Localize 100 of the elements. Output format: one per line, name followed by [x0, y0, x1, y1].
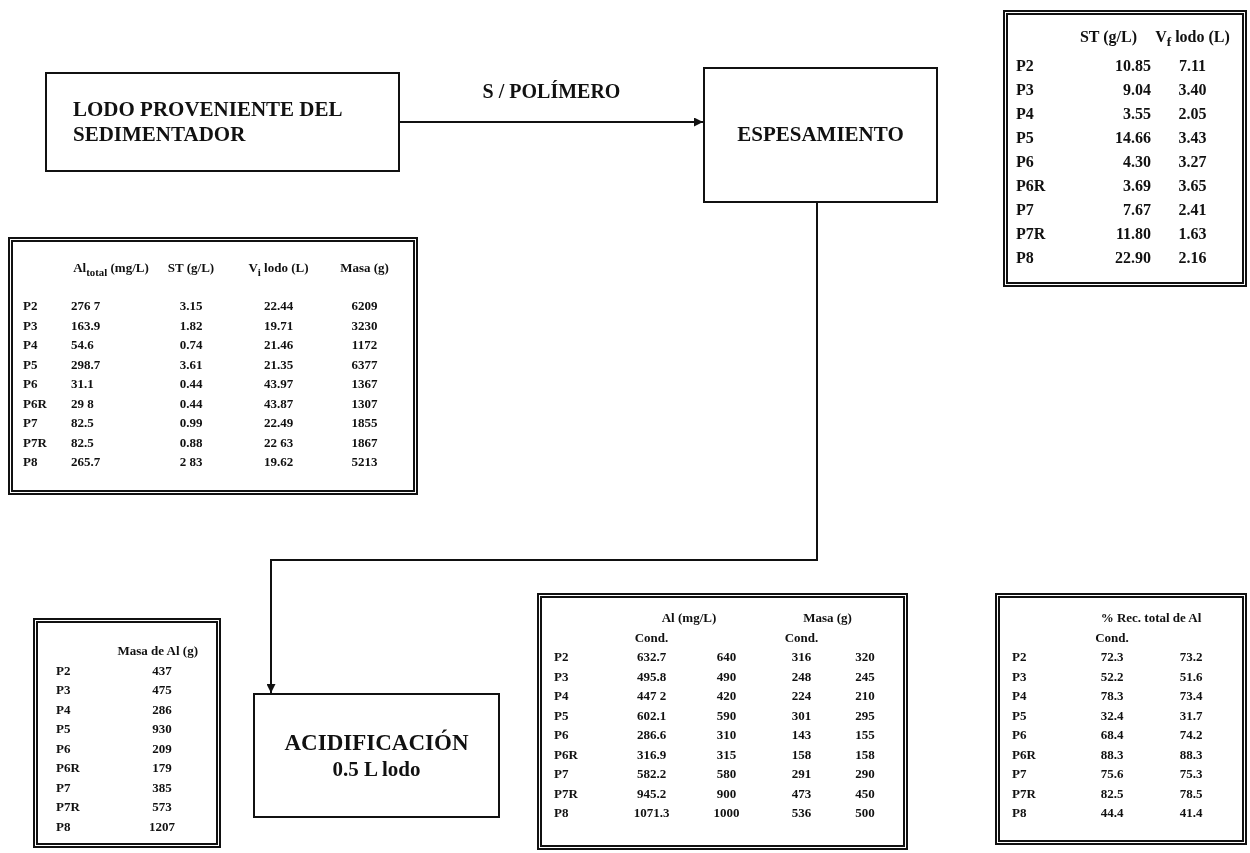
table-cell-text: 224	[790, 687, 813, 705]
table-cell-text: 43.97	[262, 375, 295, 394]
table-cell-text: 82.5	[71, 433, 95, 452]
process-detail: 0.5 L lodo	[332, 756, 421, 782]
table-cell-text: 900	[715, 784, 738, 803]
table-cell-text: 210	[854, 687, 876, 705]
row-label: P5	[554, 706, 570, 725]
row-label: P5	[56, 720, 72, 738]
table-cell-text: 3.15	[178, 297, 204, 316]
table-cell-text: 276 7	[71, 297, 102, 316]
table-cell-text: 310	[715, 726, 738, 744]
row-label: P8	[56, 817, 72, 836]
row-label: P6	[554, 726, 570, 744]
table-cell-text: 11.80	[1114, 224, 1151, 245]
table-cell-text: 316.9	[635, 745, 668, 764]
column-header: V$_{i}$ lodo (L)	[247, 259, 310, 280]
column-header: Masa de Al (g)	[116, 642, 198, 660]
arrow	[266, 202, 818, 694]
row-label: P7R	[1012, 784, 1037, 803]
row-label: P6	[1016, 152, 1035, 173]
row-label: P8	[1012, 804, 1028, 822]
table-cell-text: 1307	[350, 394, 379, 413]
table-cell-text: 32.4	[1099, 706, 1125, 725]
table-cell-text: 29 8	[71, 394, 95, 413]
table-cell-text: 3.69	[1122, 176, 1151, 197]
table-cell-text: 1867	[350, 433, 379, 452]
row-label: P7	[56, 778, 72, 797]
table-cell-text: 3.40	[1177, 80, 1208, 101]
table-cell-text: 3230	[350, 316, 379, 335]
table-cell-text: 75.3	[1178, 765, 1204, 783]
table-cell-text: 1000	[712, 804, 741, 822]
table-cell-text: 19.62	[262, 453, 295, 472]
table-cell-text: 580	[715, 765, 738, 783]
row-label: P5	[1016, 128, 1035, 149]
table-cell-text: 930	[151, 720, 173, 738]
table-cell-text: 473	[790, 784, 813, 803]
row-label: P2	[23, 297, 39, 316]
table-cell-text: 6377	[350, 355, 379, 374]
table-cell-text: 6209	[350, 297, 379, 316]
table-cell-text: 1.63	[1177, 224, 1208, 245]
table-cell-text: 475	[151, 681, 173, 699]
table-cell-text: 22.44	[262, 297, 295, 316]
row-label: P6	[1012, 726, 1028, 744]
row-label: P7	[23, 414, 39, 433]
table-cell-text: 22 63	[262, 433, 295, 452]
table-cell-text: 1367	[350, 375, 379, 394]
table-cell-text: 14.66	[1114, 128, 1151, 149]
column-header: Cond.	[783, 628, 820, 647]
row-label: P8	[554, 804, 570, 822]
row-label: P3	[56, 681, 72, 699]
table-cell-text: 248	[790, 667, 813, 686]
table-cell-text: 640	[715, 648, 738, 666]
table-cell-text: 22.90	[1114, 248, 1151, 269]
table-cell-text: 179	[151, 759, 173, 777]
table-cell-text: 0.74	[178, 336, 204, 355]
process-box	[253, 693, 500, 818]
table-cell-text: 536	[790, 804, 813, 822]
table-cell-text: 582.2	[635, 765, 668, 783]
table-cell-text: 73.2	[1178, 648, 1204, 666]
table-cell-text: 72.3	[1099, 648, 1125, 666]
table-cell-text: 2 83	[178, 453, 204, 472]
row-label: P3	[1012, 667, 1028, 686]
row-label: P6R	[1016, 176, 1047, 197]
row-label: P8	[1016, 248, 1035, 269]
process-title: LODO PROVENIENTE DEL SEDIMENTADOR	[73, 96, 343, 148]
table-cell-text: 316	[790, 648, 813, 666]
row-label: P7R	[23, 433, 48, 452]
table-cell-text: 21.35	[262, 355, 295, 374]
table-cell-text: 1172	[350, 336, 379, 355]
table-cell-text: 420	[715, 687, 738, 705]
table-cell-text: 298.7	[71, 355, 102, 374]
table-cell-text: 143	[790, 726, 813, 744]
row-label: P3	[1016, 80, 1035, 101]
table-cell-text: 0.44	[178, 394, 204, 413]
table-cell-text: 82.5	[71, 414, 95, 433]
table-cell-text: 1071.3	[632, 804, 671, 822]
row-label: P2	[554, 648, 570, 666]
row-label: P6	[23, 375, 39, 394]
table-cell-text: 78.5	[1178, 784, 1204, 803]
row-label: P4	[1016, 104, 1035, 125]
table-cell-text: 245	[854, 667, 876, 686]
table-cell-text: 450	[854, 784, 876, 803]
table-cell-text: 41.4	[1178, 804, 1204, 822]
row-label: P7R	[1016, 224, 1047, 245]
table-cell-text: 320	[854, 648, 876, 666]
table-cell-text: 301	[790, 706, 813, 725]
table-cell-text: 286.6	[635, 726, 668, 744]
table-cell-text: 88.3	[1099, 745, 1125, 764]
table-cell-text: 315	[715, 745, 738, 764]
row-label: P6	[56, 739, 72, 758]
column-header: Al (mg/L)	[660, 609, 718, 627]
table-cell-text: 0.99	[178, 414, 204, 433]
table-cell-text: 51.6	[1178, 667, 1204, 686]
table-cell-text: 602.1	[635, 706, 668, 725]
table-cell-text: 1.82	[178, 316, 204, 335]
process-title: ESPESAMIENTO	[737, 122, 904, 148]
table-cell-text: 158	[854, 745, 876, 764]
table-cell-text: 3.27	[1177, 152, 1208, 173]
table-cell-text: 500	[854, 804, 876, 822]
table-cell-text: 0.44	[178, 375, 204, 394]
